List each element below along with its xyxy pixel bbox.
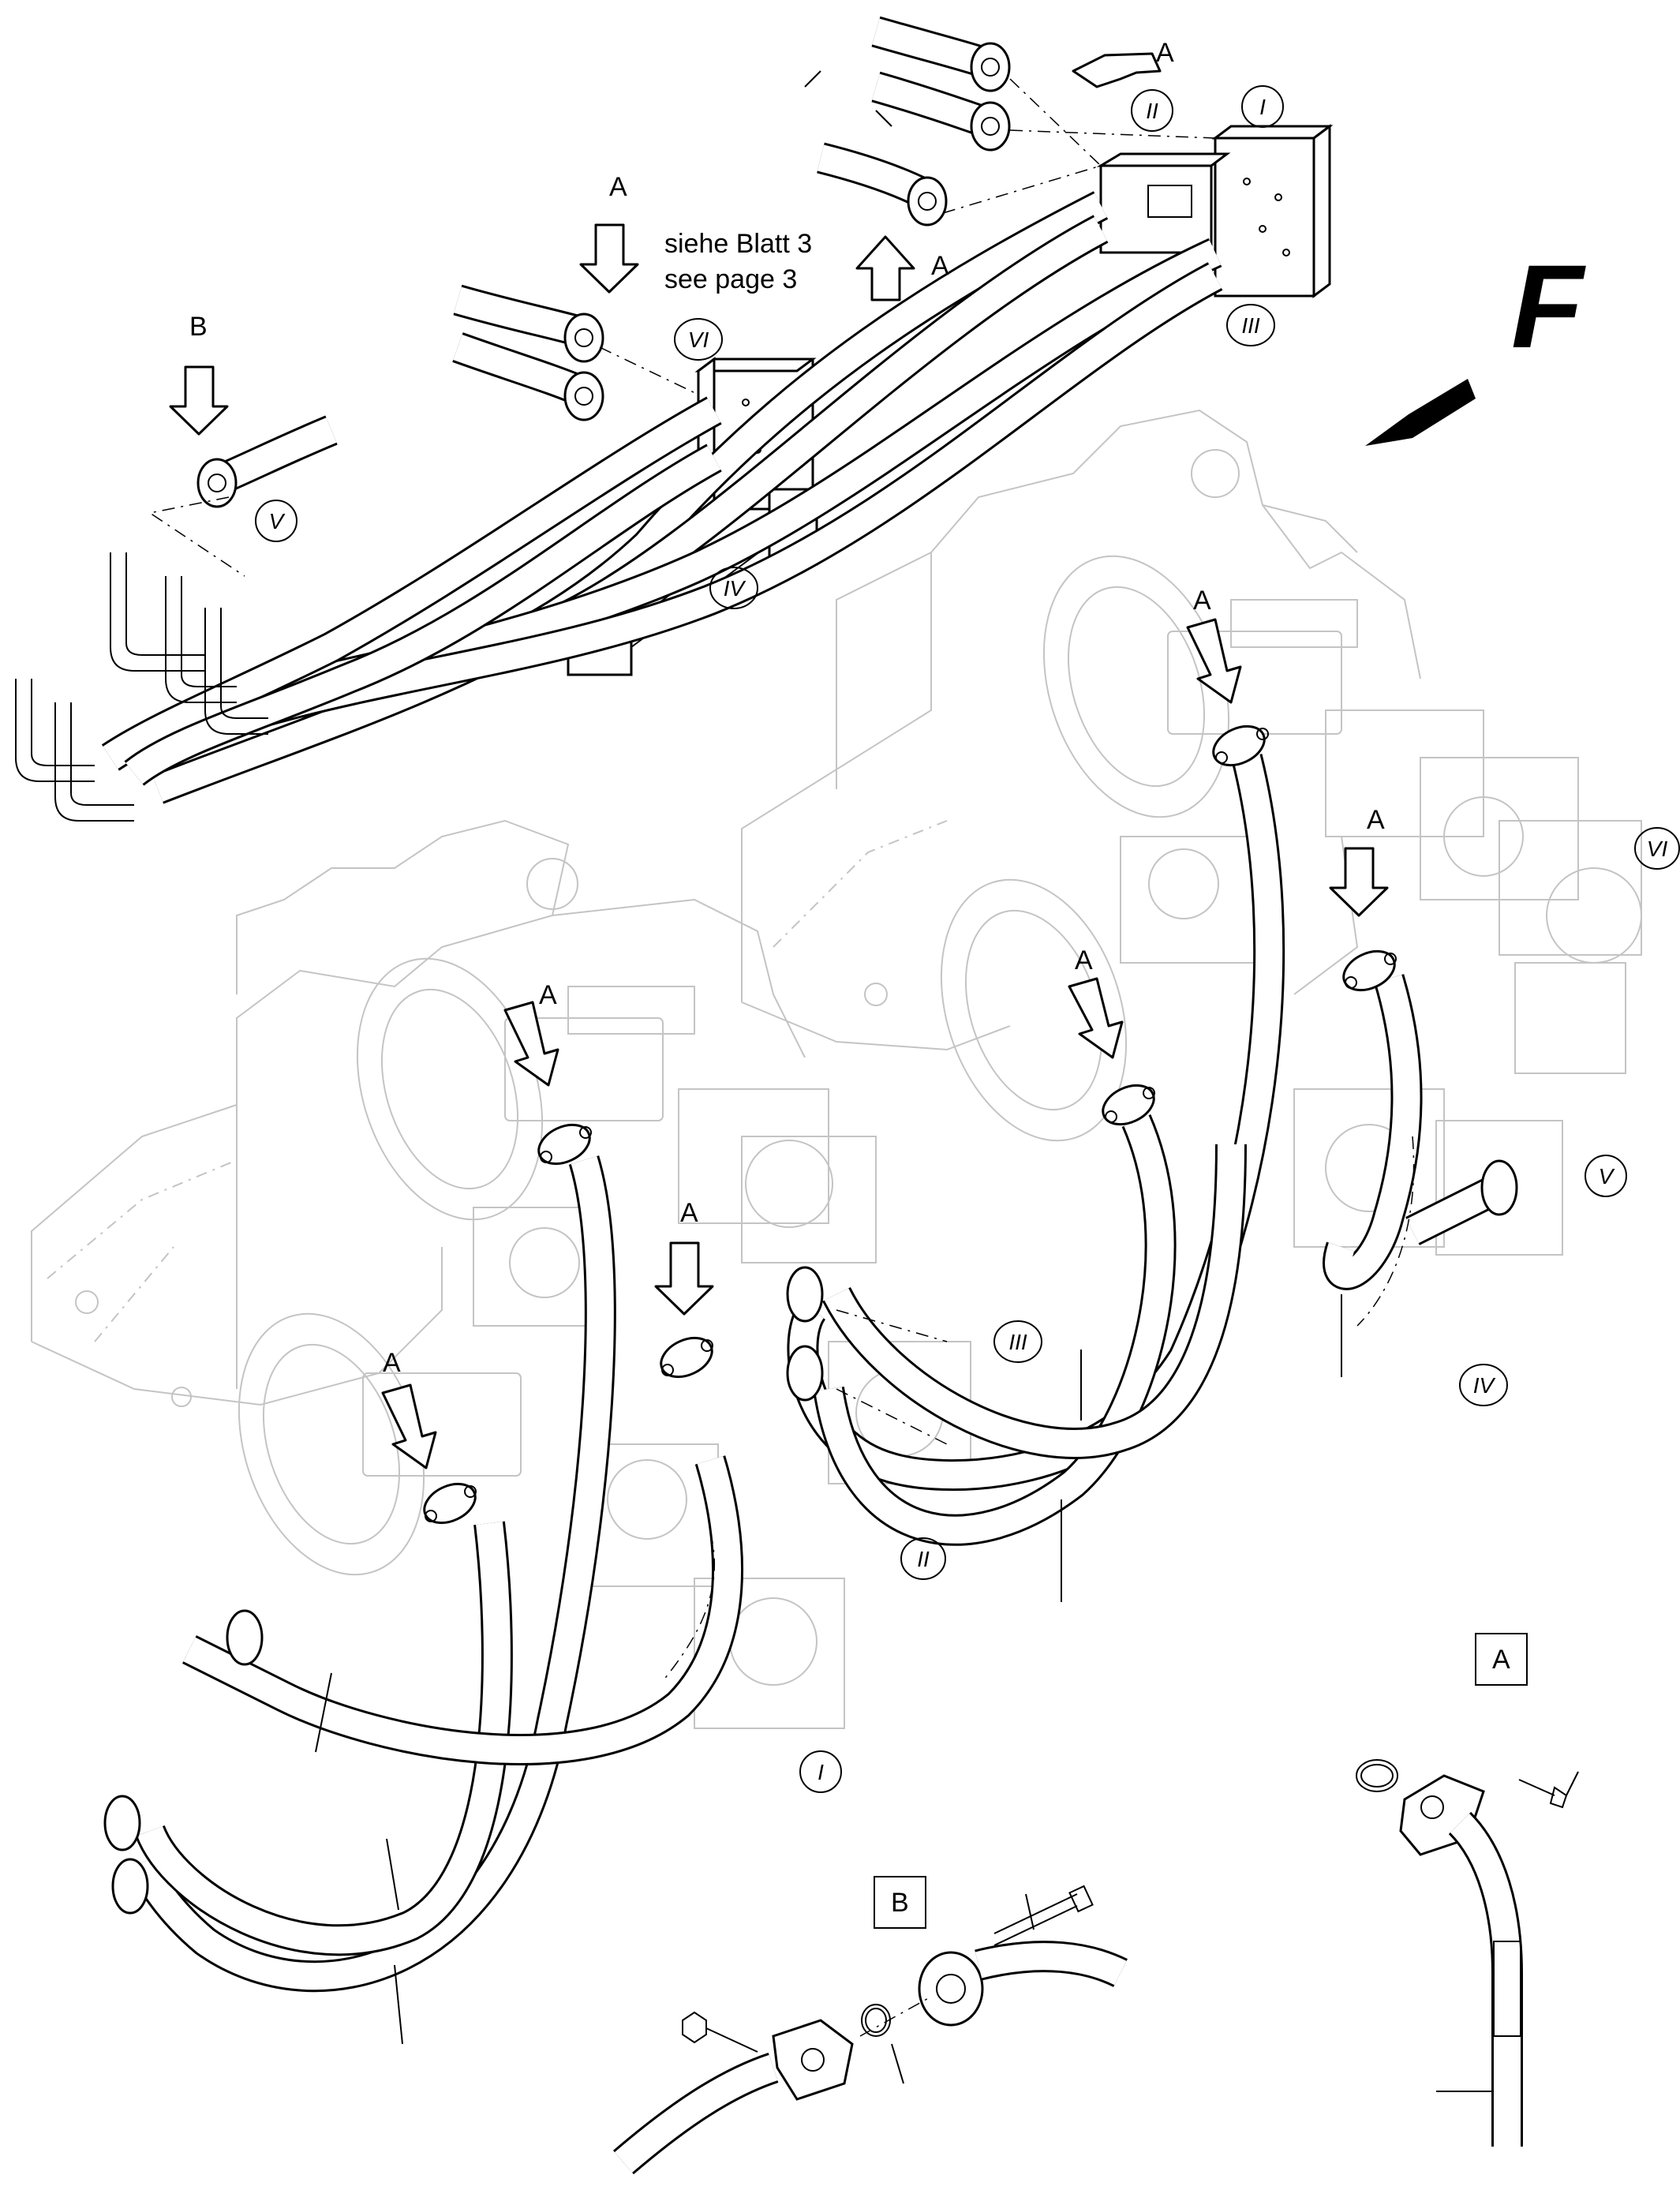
detail-b (612, 1876, 1128, 2175)
detail-b-label: B (891, 1888, 909, 1918)
elbow-fitting-a-2 (1342, 949, 1397, 992)
position-label-i-lower: I (818, 1760, 824, 1784)
elbow-fitting-a-1 (1212, 724, 1269, 767)
arrow-a-lower-3 (1068, 977, 1124, 1059)
label-arrow-b: B (189, 312, 208, 342)
hose-fitting-upper-ii-b (871, 71, 1011, 152)
position-label-ii-lower: II (917, 1547, 930, 1571)
arrow-b (169, 365, 229, 436)
note-english: see page 3 (664, 264, 797, 294)
position-label-iv-top: IV (724, 576, 746, 601)
hose-fitting-upper-ii-a (871, 16, 1011, 92)
hose-fitting-vi-a (453, 284, 604, 363)
elbow-fitting-a-4 (537, 1123, 592, 1166)
lower-hose-v-iv (1323, 974, 1499, 1290)
position-label-ii-top: II (1146, 99, 1158, 123)
manifold-block-i (1211, 124, 1334, 298)
label-arrow-a-l6: A (383, 1348, 401, 1378)
position-label-i-top: I (1259, 95, 1266, 119)
label-arrow-a-l3: A (1075, 945, 1093, 975)
flange-fittings-iii-ii (786, 1159, 1518, 1402)
position-label-iii-lower: III (1008, 1330, 1027, 1354)
label-arrow-a-top: A (1156, 38, 1174, 68)
label-arrow-a-l2: A (1367, 805, 1385, 835)
detail-a-label: A (1492, 1645, 1510, 1675)
position-oval-v-top (255, 500, 297, 542)
upper-alignment-lines (148, 78, 1216, 577)
note-german: siehe Blatt 3 (664, 229, 812, 259)
upper-hose-bundle (101, 191, 1223, 804)
position-label-v-lower: V (1599, 1164, 1615, 1189)
elbow-fitting-a-3 (1102, 1084, 1155, 1126)
label-arrow-a-l4: A (539, 980, 557, 1010)
position-oval-iv-top (709, 567, 758, 609)
arrow-a-lower-6 (381, 1383, 437, 1469)
arrow-a-lower-5 (654, 1241, 714, 1316)
lower-hose-iii-ii (822, 1144, 1247, 1459)
flange-fittings-left-ends (103, 1609, 264, 1915)
position-oval-iv-lower (1459, 1364, 1508, 1406)
arrow-a-top (1072, 52, 1162, 88)
position-oval-ii-top (1131, 89, 1173, 132)
lower-hose-left-1 (127, 1155, 616, 1993)
hose-fitting-upper-a (817, 142, 948, 226)
arrow-a-lower-4 (503, 1001, 559, 1087)
position-label-iii-top: III (1241, 313, 1260, 338)
position-label-vi-top: VI (688, 328, 709, 352)
elbow-fitting-a-6 (423, 1482, 477, 1525)
position-oval-iii-top (1226, 304, 1275, 346)
arrow-a-mid-up (855, 235, 915, 301)
ghost-pump-group-upper (1120, 599, 1642, 1256)
view-letter-f: F (1511, 240, 1586, 372)
lower-hose-left-3 (182, 1455, 744, 1765)
arrow-a-lower-2 (1329, 847, 1389, 917)
hose-fitting-vi-b (452, 332, 604, 421)
lower-hose-long-2 (813, 1114, 1177, 1546)
position-oval-ii-lower (900, 1537, 946, 1580)
gearbox-ghost-outline-right (741, 409, 1421, 1051)
upper-left-u-bends (15, 552, 268, 822)
gearbox-ghost-outline-left (31, 819, 806, 1407)
label-arrow-a-l5: A (680, 1198, 698, 1228)
label-arrow-a-up: A (931, 251, 949, 281)
position-label-v-top: V (269, 509, 286, 533)
position-oval-i-lower (799, 1750, 842, 1793)
position-oval-iii-lower (993, 1320, 1042, 1363)
label-arrow-a-l1: A (1193, 586, 1211, 616)
arrow-a-lower-1 (1186, 618, 1242, 704)
leader-lines (315, 70, 1342, 2045)
position-oval-vi-lower (1634, 827, 1680, 870)
hose-fitting-v (196, 415, 338, 508)
arrow-f-direction (1365, 379, 1476, 446)
label-arrow-a-mid: A (609, 172, 627, 202)
arrow-a-mid-down (579, 223, 639, 294)
position-oval-v-lower (1585, 1155, 1627, 1197)
position-label-vi-lower: VI (1647, 837, 1668, 861)
elbow-fitting-a-5 (660, 1336, 713, 1379)
lower-hidden-hose-lines (662, 1136, 1415, 1682)
manifold-block-ii (1096, 152, 1231, 254)
lower-hose-left-2 (135, 1521, 513, 1956)
position-label-iv-lower: IV (1473, 1373, 1496, 1398)
position-oval-vi-top (674, 318, 723, 361)
detail-a (1356, 1633, 1579, 2147)
position-oval-i-top (1241, 85, 1284, 128)
